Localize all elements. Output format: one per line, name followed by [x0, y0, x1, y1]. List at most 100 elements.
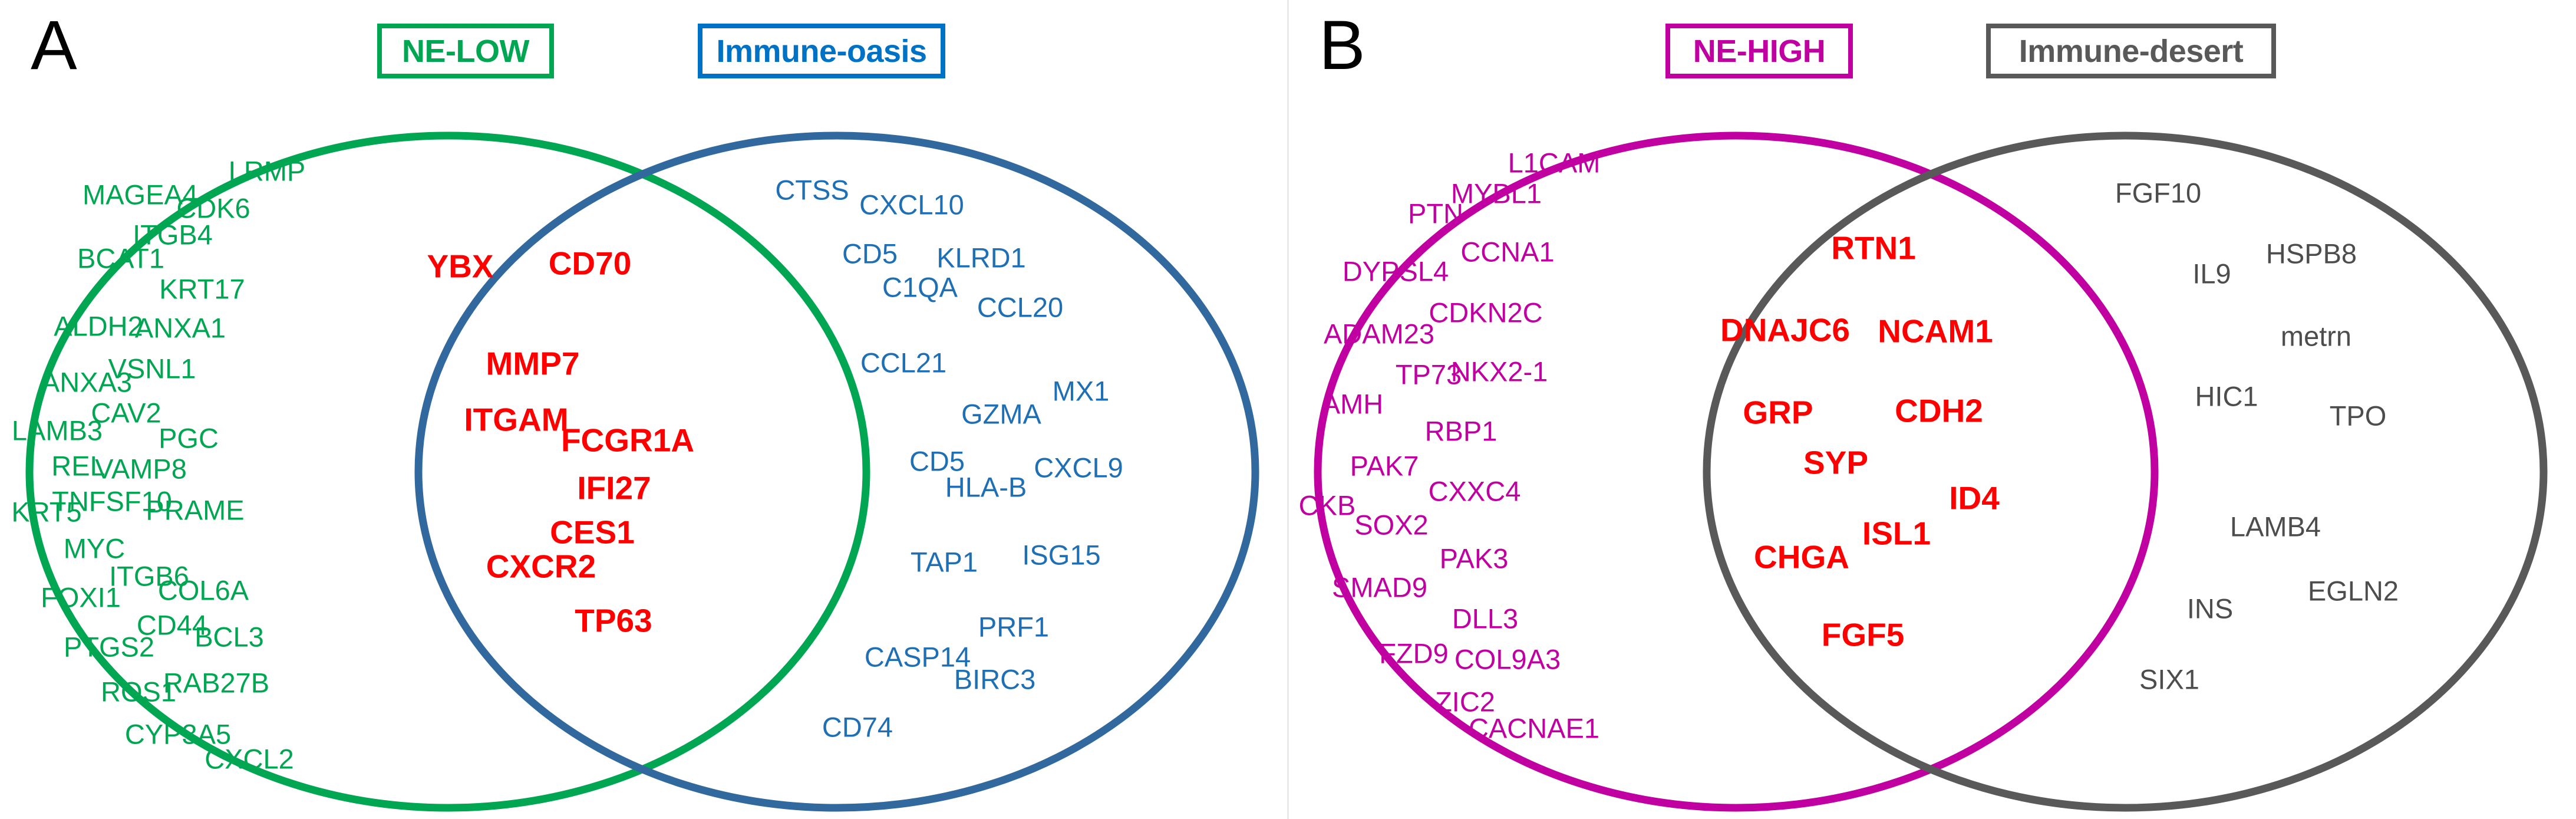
gene-label: VSNL1: [108, 353, 196, 384]
gene-label: CDK6: [176, 192, 250, 224]
gene-label: EGLN2: [2307, 575, 2399, 607]
gene-label: TAP1: [910, 546, 978, 578]
gene-label: COL6A: [157, 574, 249, 606]
gene-label: MAGEA4: [83, 179, 198, 210]
gene-label: CACNAE1: [1468, 712, 1600, 744]
gene-label: KRT5: [11, 496, 82, 528]
gene-label: TP63: [575, 602, 652, 639]
gene-label: LAMB4: [2229, 511, 2321, 542]
gene-label: VAMP8: [95, 453, 187, 485]
gene-label: BIRC3: [954, 663, 1036, 695]
gene-label: CD5: [909, 445, 965, 477]
gene-label: HIC1: [2195, 380, 2258, 412]
gene-label: MX1: [1052, 375, 1110, 407]
gene-label: RBP1: [1424, 415, 1498, 447]
gene-label: CCL20: [977, 291, 1064, 323]
gene-label: CXXC4: [1428, 475, 1521, 507]
gene-label: SMAD9: [1332, 571, 1427, 603]
immune-desert-label: Immune-desert: [1986, 24, 2276, 78]
gene-label: CD5: [842, 238, 898, 269]
gene-label: C1QA: [882, 271, 958, 303]
gene-label: CD70: [548, 245, 632, 282]
gene-label: INS: [2186, 593, 2234, 624]
ne-low-label-text: NE-LOW: [402, 33, 529, 69]
gene-label: CTSS: [775, 174, 849, 206]
immune-oasis-label: Immune-oasis: [698, 24, 945, 78]
gene-label: BCL3: [194, 621, 264, 653]
gene-label: ISL1: [1862, 515, 1931, 552]
gene-label: metrn: [2280, 320, 2352, 352]
gene-label: TNFSF10: [52, 485, 172, 517]
gene-label: KRT17: [159, 273, 245, 305]
gene-label: MYBL1: [1450, 177, 1542, 209]
gene-label: L1CAM: [1508, 147, 1601, 179]
gene-label: YBX: [427, 248, 494, 285]
gene-label: TPO: [2329, 400, 2387, 432]
immune-oasis-ellipse: [414, 131, 1259, 812]
gene-label: CCL21: [860, 347, 947, 379]
gene-label: RAB27B: [163, 667, 270, 699]
gene-label: CXCL2: [205, 743, 294, 775]
gene-label: CDH2: [1895, 392, 1983, 429]
gene-label: GRP: [1743, 394, 1813, 431]
gene-label: TP73: [1395, 358, 1462, 390]
gene-label: MMP7: [486, 345, 580, 382]
gene-label: DYPSL4: [1342, 255, 1449, 287]
gene-label: COL9A3: [1454, 643, 1561, 675]
gene-label: ANXA1: [134, 312, 226, 344]
gene-label: GZMA: [961, 398, 1041, 430]
gene-label: BCAT1: [77, 242, 164, 274]
gene-label: MYC: [63, 532, 126, 564]
gene-label: HLA-B: [945, 471, 1027, 503]
gene-label: ITGAM: [464, 401, 569, 438]
gene-label: ALDH2: [54, 310, 143, 342]
ne-high-label: NE-HIGH: [1665, 24, 1853, 78]
gene-label: NKX2-1: [1450, 356, 1548, 387]
gene-label: IL9: [2192, 258, 2231, 290]
gene-label: RTN1: [1831, 229, 1916, 267]
gene-label: CAV2: [91, 397, 161, 429]
panel-a-letter: A: [31, 6, 77, 84]
gene-label: CHGA: [1754, 538, 1849, 575]
gene-label: PGC: [159, 422, 219, 454]
gene-label: FZD9: [1379, 637, 1449, 669]
gene-label: ZIC2: [1435, 686, 1495, 718]
gene-label: ADAM23: [1323, 318, 1435, 350]
gene-label: CD74: [822, 711, 893, 743]
gene-label: CXCL10: [859, 189, 964, 221]
gene-label: ANXA3: [41, 366, 133, 398]
gene-label: PTGS2: [63, 631, 155, 663]
gene-label: PRF1: [978, 611, 1050, 643]
gene-label: CKB: [1298, 489, 1356, 521]
gene-label: DLL3: [1452, 603, 1519, 634]
gene-label: PTN: [1408, 198, 1463, 229]
gene-label: ROS1: [101, 676, 176, 708]
gene-label: CCNA1: [1460, 236, 1555, 268]
ne-low-label: NE-LOW: [377, 24, 554, 78]
gene-label: FGF10: [2115, 177, 2202, 209]
gene-label: ID4: [1949, 479, 2000, 517]
gene-label: DNAJC6: [1720, 311, 1851, 348]
gene-label: LRMP: [228, 155, 306, 187]
gene-label: CXCR2: [486, 548, 596, 585]
gene-label: CASP14: [864, 641, 971, 673]
gene-label: PAK3: [1439, 542, 1509, 574]
gene-label: LAMB3: [11, 415, 103, 446]
immune-desert-label-text: Immune-desert: [2018, 33, 2244, 69]
gene-label: FOXI1: [41, 581, 121, 613]
immune-oasis-label-text: Immune-oasis: [716, 33, 927, 69]
gene-label: ITGB6: [109, 560, 189, 592]
gene-label: ITGB4: [133, 219, 213, 251]
gene-label: PRAME: [146, 494, 245, 526]
gene-label: CXCL9: [1034, 452, 1123, 483]
gene-label: SOX2: [1354, 509, 1429, 541]
gene-label: IFI27: [577, 469, 651, 506]
gene-label: CES1: [550, 514, 635, 551]
gene-label: AMH: [1321, 388, 1384, 420]
gene-label: CD44: [136, 609, 208, 641]
gene-label: SYP: [1803, 444, 1869, 481]
gene-label: CYP3A5: [124, 718, 232, 750]
